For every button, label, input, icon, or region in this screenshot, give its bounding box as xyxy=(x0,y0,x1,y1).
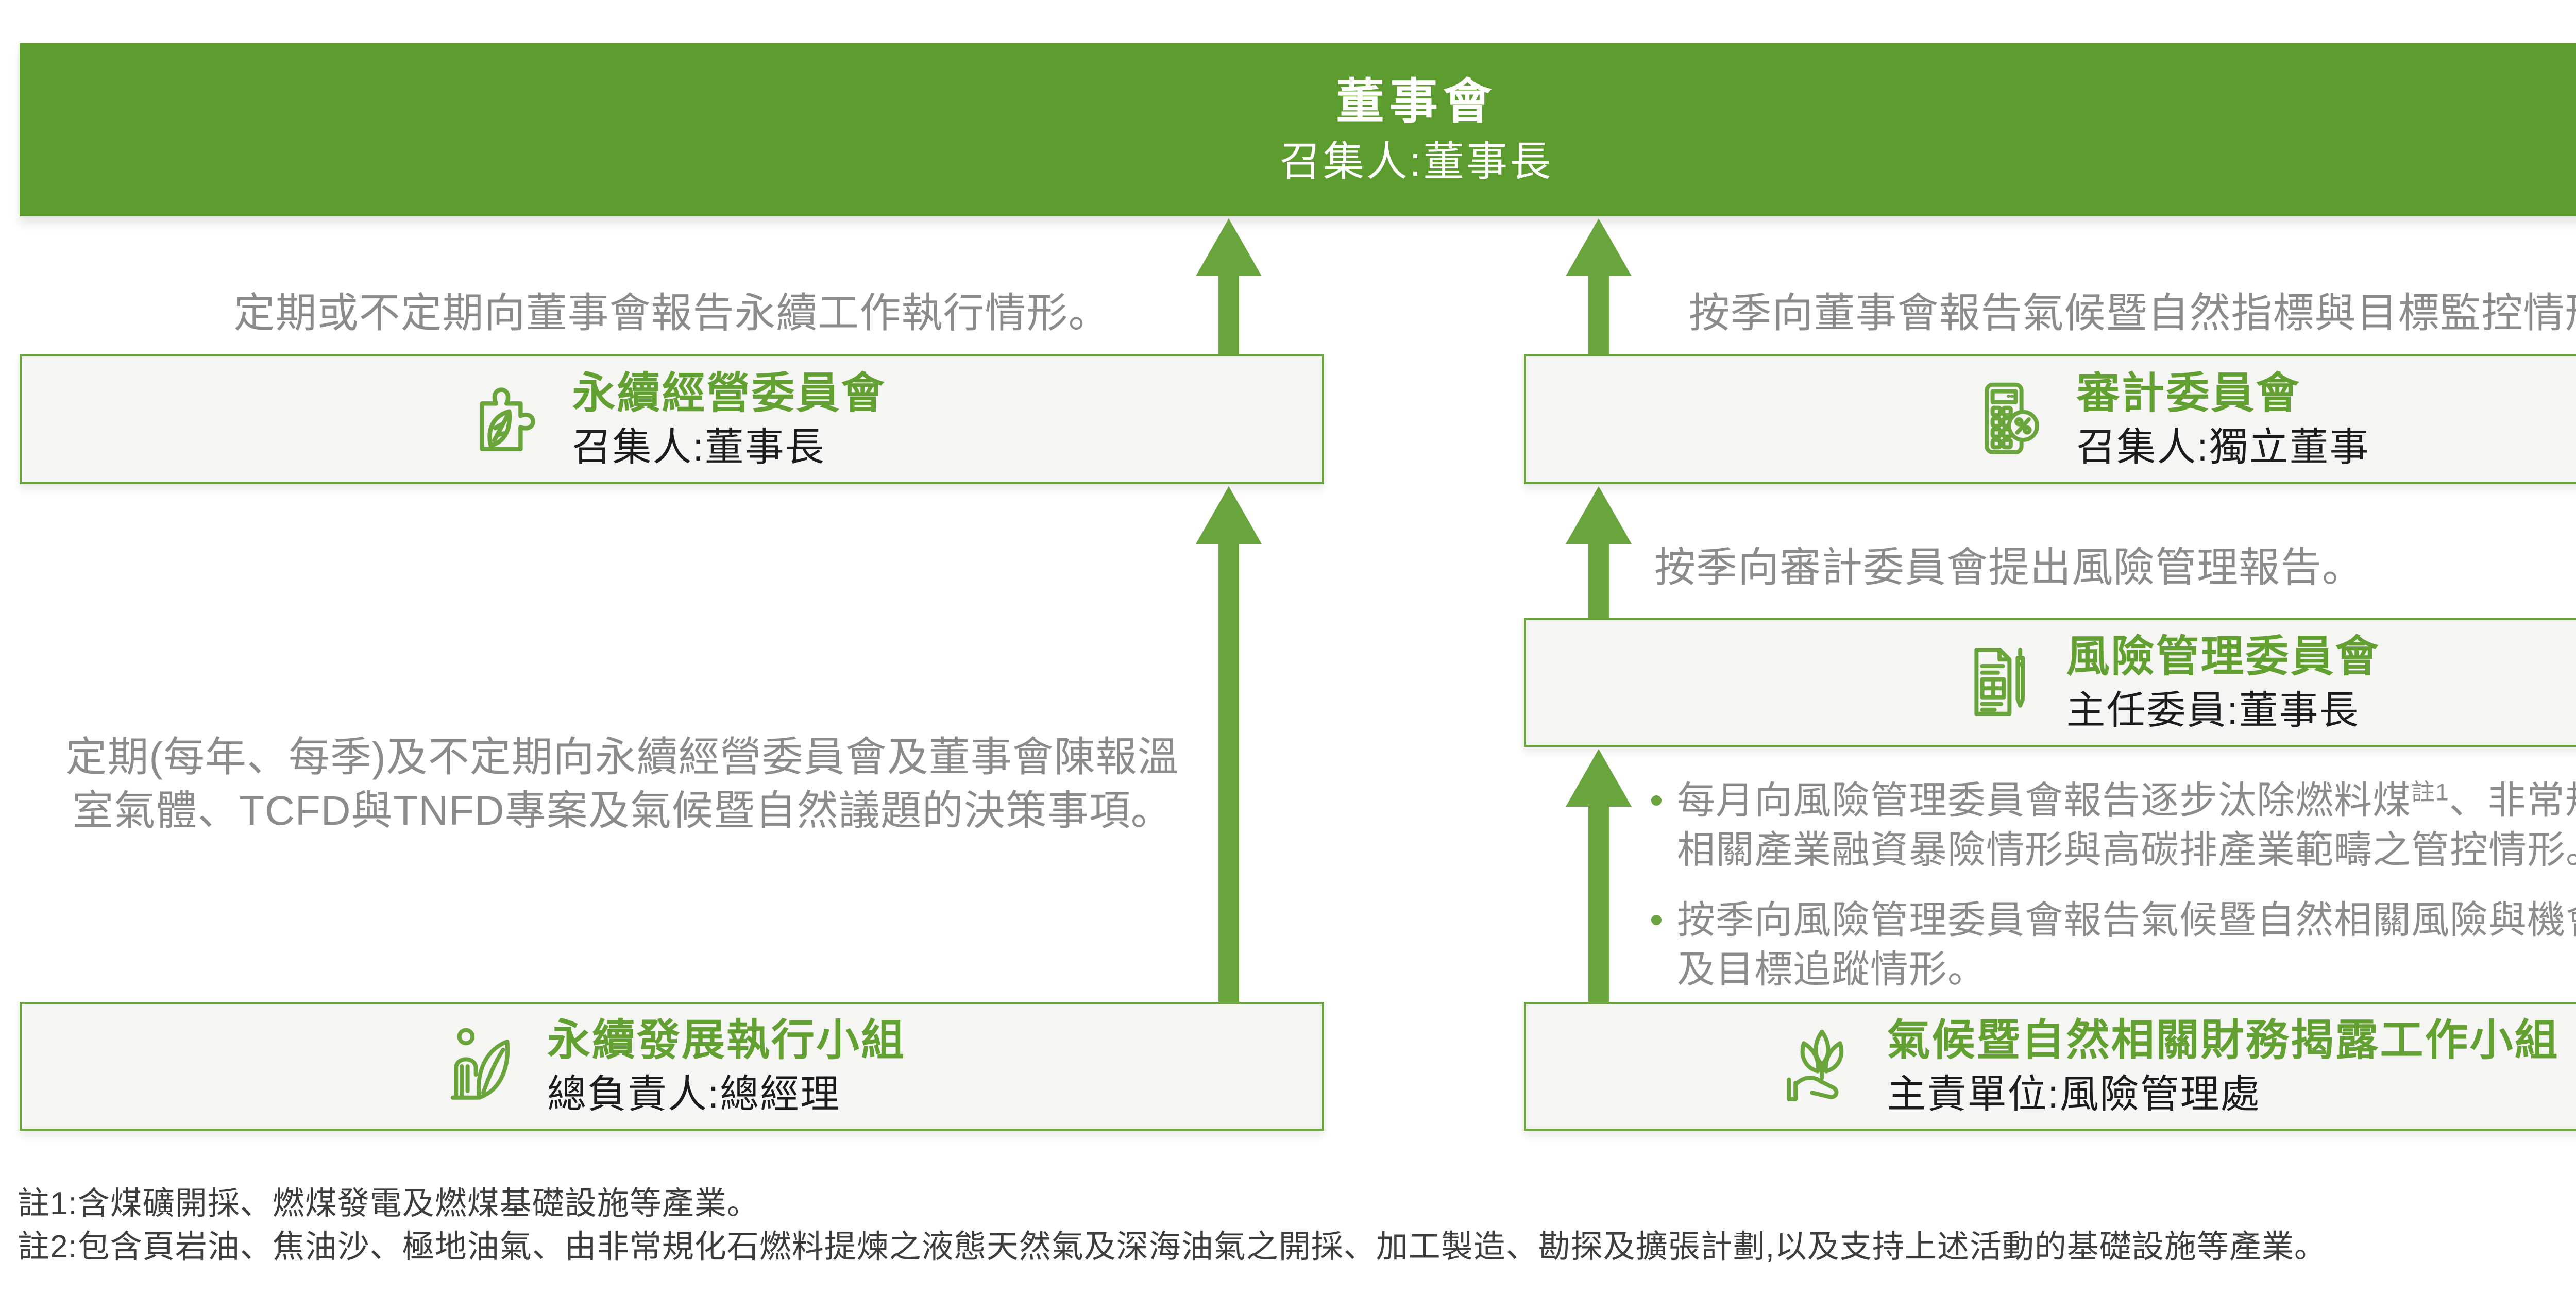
arrow-up-icon xyxy=(1566,218,1632,276)
committee-title: 永續經營委員會 xyxy=(572,369,886,417)
committee-title: 審計委員會 xyxy=(2076,369,2301,417)
arrow-up-icon xyxy=(1196,218,1262,276)
box-risk-committee: 風險管理委員會 主任委員:董事長 xyxy=(1524,618,2576,747)
board-banner: 董事會 召集人:董事長 xyxy=(20,43,2576,216)
annotation-line: 定期(每年、每季)及不定期向永續經營委員會及董事會陳報溫 xyxy=(65,734,1179,780)
bullet-text: 每月向風險管理委員會報告逐步汰除燃料煤 xyxy=(1677,779,2411,822)
annotation-sustain-to-board: 定期或不定期向董事會報告永續工作執行情形。 xyxy=(233,290,1110,336)
team-title: 永續發展執行小組 xyxy=(547,1016,906,1064)
box-sustainability-committee: 永續經營委員會 召集人:董事長 xyxy=(20,354,1324,484)
team-lead: 總負責人:總經理 xyxy=(547,1072,841,1117)
annotation-audit-to-board: 按季向董事會報告氣候暨自然指標與目標監控情形。 xyxy=(1688,290,2576,336)
disclosure-reporting-bullets: 每月向風險管理委員會報告逐步汰除燃料煤註1、非常規油氣註2 相關產業融資暴險情形… xyxy=(1651,776,2576,994)
team-title: 氣候暨自然相關財務揭露工作小組 xyxy=(1887,1016,2560,1064)
bullet-text: 、非常規油氣 xyxy=(2449,779,2576,822)
bullet-monthly-report: 每月向風險管理委員會報告逐步汰除燃料煤註1、非常規油氣註2 相關產業融資暴險情形… xyxy=(1651,776,2576,875)
arrow-up-icon xyxy=(1566,486,1632,544)
annotation-line: 室氣體、TCFD與TNFD專案及氣候暨自然議題的決策事項。 xyxy=(72,788,1173,833)
board-title: 董事會 xyxy=(1335,74,1497,128)
document-pen-icon xyxy=(1957,639,2039,726)
puzzle-leaf-icon xyxy=(457,376,545,463)
box-climate-nature-disclosure-team: 氣候暨自然相關財務揭露工作小組 主責單位:風險管理處 xyxy=(1524,1002,2576,1131)
committee-convener: 召集人:獨立董事 xyxy=(2076,425,2370,470)
footnote-2: 註2:包含頁岩油、焦油沙、極地油氣、由非常規化石燃料提煉之液態天然氣及深海油氣之… xyxy=(18,1229,2327,1265)
box-sustainability-exec-team: 永續發展執行小組 總負責人:總經理 xyxy=(20,1002,1324,1131)
annotation-exec-to-sustain: 定期(每年、每季)及不定期向永續經營委員會及董事會陳報溫 室氣體、TCFD與TN… xyxy=(20,730,1225,838)
arrow-up-icon xyxy=(1196,486,1262,544)
annotation-risk-to-audit: 按季向審計委員會提出風險管理報告。 xyxy=(1654,544,2364,590)
person-leaf-icon xyxy=(438,1023,520,1110)
calculator-percent-icon xyxy=(1967,376,2049,463)
box-audit-committee: 審計委員會 召集人:獨立董事 xyxy=(1524,354,2576,484)
bullet-dot-icon xyxy=(1651,795,1662,806)
committee-title: 風險管理委員會 xyxy=(2066,632,2380,680)
bullet-text: 相關產業融資暴險情形與高碳排產業範疇之管控情形。 xyxy=(1677,828,2576,871)
hand-plant-icon xyxy=(1777,1023,1860,1110)
bullet-text: 及目標追蹤情形。 xyxy=(1677,948,1986,991)
board-convener: 召集人:董事長 xyxy=(1279,139,1553,184)
committee-chair: 主任委員:董事長 xyxy=(2066,689,2360,733)
bullet-dot-icon xyxy=(1651,915,1662,925)
footnote-1: 註1:含煤礦開採、燃煤發電及燃煤基礎設施等產業。 xyxy=(18,1186,759,1221)
footnote-ref-1: 註1 xyxy=(2411,778,2449,806)
committee-convener: 召集人:董事長 xyxy=(572,425,825,470)
team-owner: 主責單位:風險管理處 xyxy=(1887,1072,2261,1117)
bullet-quarterly-report: 按季向風險管理委員會報告氣候暨自然相關風險與機會鑑別,以 及目標追蹤情形。 xyxy=(1651,895,2576,994)
bullet-text: 按季向風險管理委員會報告氣候暨自然相關風險與機會鑑別,以 xyxy=(1677,898,2576,941)
arrow-up-icon xyxy=(1566,749,1632,807)
